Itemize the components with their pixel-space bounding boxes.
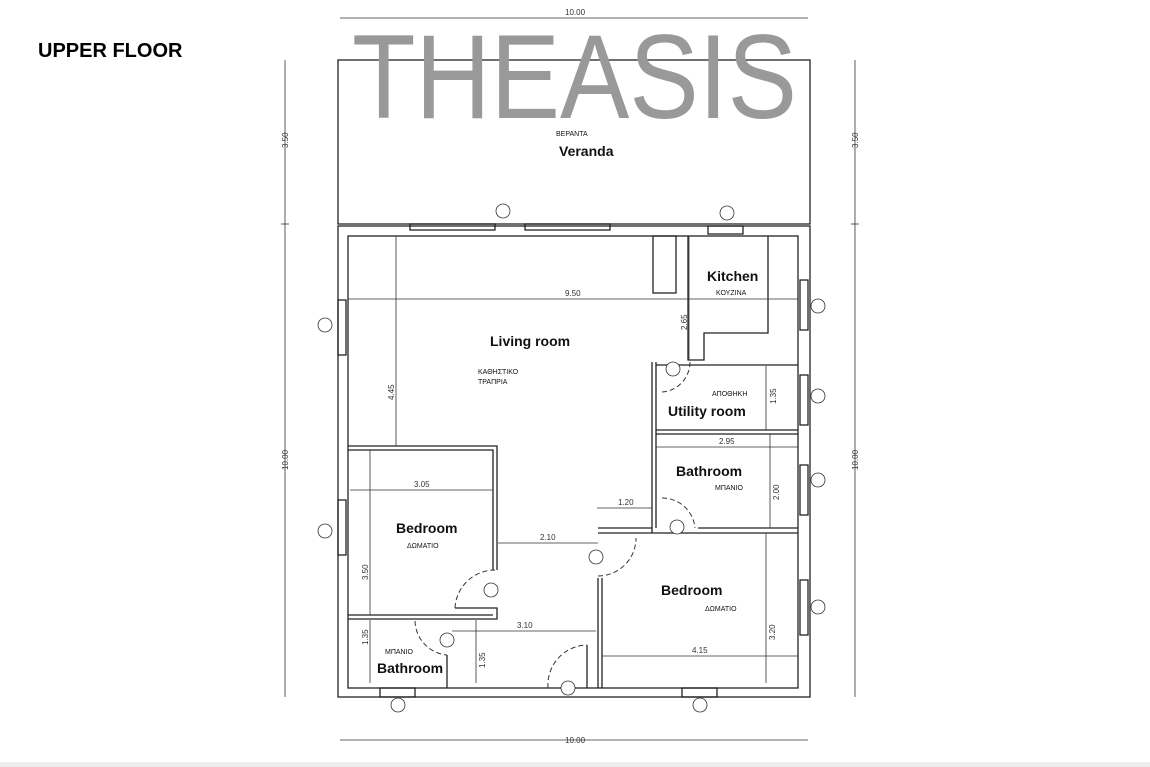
bedroom-left-label: Bedroom (396, 520, 457, 536)
living-room-label: Living room (490, 333, 570, 349)
dim-living-depth: 4.45 (387, 384, 396, 400)
dim-bed-right-depth: 3.20 (768, 624, 777, 640)
dim-top: 10.00 (565, 8, 586, 17)
dim-bath-left-depth: 1.35 (361, 629, 370, 645)
bedroom-left-greek: ΔΩΜΑΤΙΟ (407, 543, 439, 550)
dim-bottom: 10.00 (565, 736, 586, 745)
interior-dimensions: 9.50 4.45 2.65 1.35 2.95 2.00 3.05 3.50 … (348, 236, 798, 683)
dim-hall-width: 2.10 (540, 533, 556, 542)
bathroom-right-label: Bathroom (676, 463, 742, 479)
veranda-greek: ΒΕΡΑΝΤΑ (556, 131, 588, 138)
veranda-label: Veranda (559, 143, 614, 159)
dim-hall-offset: 1.20 (618, 498, 634, 507)
dim-living-width: 9.50 (565, 289, 581, 298)
opening-tags (317, 203, 826, 713)
dim-kitchen-depth: 2.65 (680, 314, 689, 330)
dim-hall-lower-depth: 1.35 (478, 652, 487, 668)
living-room-greek-2: ΤΡΑΠΡΙΑ (478, 379, 508, 386)
kitchen-greek: ΚΟΥΖΙΝΑ (716, 290, 747, 297)
dim-bed-left-width: 3.05 (414, 480, 430, 489)
bedroom-right-greek: ΔΩΜΑΤΙΟ (705, 606, 737, 613)
dim-right-veranda: 3.50 (851, 132, 860, 148)
dim-bed-right-width: 4.15 (692, 646, 708, 655)
bottom-edge (0, 762, 1150, 767)
dim-bath-right-width: 2.95 (719, 437, 735, 446)
floor-title: UPPER FLOOR (38, 40, 183, 62)
doors (414, 361, 696, 689)
bathroom-left-greek: ΜΠΑΝΙΟ (385, 649, 414, 656)
dim-hall-lower: 3.10 (517, 621, 533, 630)
bathroom-right-greek: ΜΠΑΝΙΟ (715, 485, 744, 492)
dim-left-house: 10.00 (281, 449, 290, 470)
bathroom-left-label: Bathroom (377, 660, 443, 676)
bedroom-right-label: Bedroom (661, 582, 722, 598)
windows (337, 223, 809, 698)
watermark: THEASIS (352, 10, 797, 144)
utility-greek: ΑΠΟΘΗΚΗ (712, 391, 747, 398)
overall-dimensions: 10.00 10.00 3.50 10.00 3.50 10.00 (281, 8, 860, 745)
utility-room-label: Utility room (668, 403, 746, 419)
dim-utility-depth: 1.35 (769, 388, 778, 404)
kitchen-label: Kitchen (707, 268, 758, 284)
room-labels: ΒΕΡΑΝΤΑ Veranda Kitchen ΚΟΥΖΙΝΑ Living r… (377, 131, 758, 676)
dim-bath-right-depth: 2.00 (772, 484, 781, 500)
dim-left-veranda: 3.50 (281, 132, 290, 148)
dim-right-house: 10.00 (851, 449, 860, 470)
dim-bed-left-depth: 3.50 (361, 564, 370, 580)
living-room-greek-1: ΚΑΘΗΣΤΙΚΟ (478, 369, 519, 376)
